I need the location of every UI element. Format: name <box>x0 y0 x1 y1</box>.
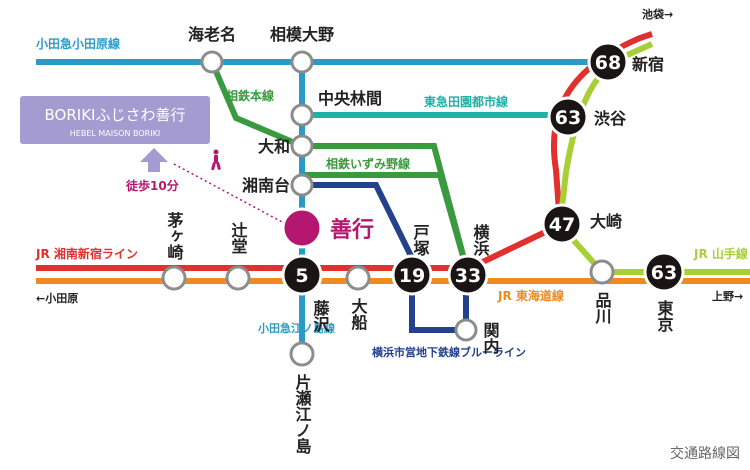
time-osaki: 47 <box>549 214 575 236</box>
time-yokohama: 33 <box>455 265 481 287</box>
station-dot-tsujido <box>225 265 251 291</box>
station-name-yamato: 大和 <box>258 137 290 156</box>
badge-totsuka <box>391 254 433 296</box>
zengyo-station-marker <box>281 207 323 249</box>
station-name-chigasaki: 茅ヶ崎 <box>165 212 184 261</box>
station-name-tsujido: 辻堂 <box>229 221 248 254</box>
station-dot-katase-enoshima <box>289 341 315 367</box>
station-dot-ofuna <box>345 265 371 291</box>
property-name: BORIKIふじさわ善行 <box>45 106 186 124</box>
subway-blue-line-b <box>409 274 469 333</box>
station-name-tokyo: 東京 <box>655 299 674 333</box>
station-dot-sagami-ono <box>290 50 314 74</box>
station-dot-ebina <box>200 50 224 74</box>
station-dot-chuo-rinkan <box>290 103 314 127</box>
line-label-sotetsu-main: 相鉄本線 <box>226 88 274 103</box>
sotetsu-izumino-line-b <box>302 172 471 275</box>
walk-path <box>173 163 283 223</box>
line-label-jr-shonan: JR 湘南新宿ライン <box>35 246 138 261</box>
station-name-fujisawa: 藤沢 <box>311 299 330 333</box>
station-name-zengyo: 善行 <box>330 217 374 243</box>
line-label-jr-yamanote: JR 山手線 <box>693 246 748 261</box>
line-label-sotetsu-izumino: 相鉄いずみ野線 <box>326 156 410 171</box>
line-label-odakyu-enoshima: 小田急江ノ島線 <box>257 321 335 335</box>
station-name-osaki: 大崎 <box>590 212 622 231</box>
station-name-shinagawa: 品川 <box>593 292 613 325</box>
time-fujisawa: 5 <box>295 265 308 287</box>
station-dot-shinagawa <box>589 259 615 285</box>
time-totsuka: 19 <box>399 265 425 287</box>
up-arrow-icon <box>140 148 168 172</box>
direction-ueno: 上野→ <box>712 289 743 303</box>
station-dot-chigasaki <box>161 265 187 291</box>
station-name-sagami-ono: 相模大野 <box>270 25 334 44</box>
line-label-subway-blue: 横浜市営地下鉄線ブルーライン <box>372 345 526 359</box>
badge-yokohama <box>447 254 489 296</box>
station-name-totsuka: 戸塚 <box>411 224 430 257</box>
jr-yamanote-line <box>556 41 750 275</box>
property-sub: HEBEL MAISON BORIKI <box>70 129 160 138</box>
station-dot-kannai <box>454 318 478 342</box>
station-name-shibuya: 渋谷 <box>594 109 627 128</box>
walk-time: 徒歩10分 <box>125 178 179 193</box>
property-box <box>20 96 210 144</box>
station-name-shonandai: 湘南台 <box>242 176 290 195</box>
station-name-yokohama: 横浜 <box>471 223 490 257</box>
map-caption: 交通路線図 <box>670 445 740 462</box>
time-shinjuku: 68 <box>595 52 621 74</box>
time-tokyo: 63 <box>651 262 677 284</box>
station-name-kannai: 関内 <box>481 322 500 355</box>
badge-osaki <box>541 203 583 245</box>
station-dot-yamato <box>290 134 314 158</box>
station-name-shinjuku: 新宿 <box>632 55 664 74</box>
badge-shibuya <box>547 96 589 138</box>
walking-person-icon <box>211 149 221 171</box>
line-label-odakyu-odawara: 小田急小田原線 <box>36 36 120 51</box>
badge-tokyo <box>643 251 685 293</box>
sotetsu-main-line <box>209 60 304 149</box>
station-name-ofuna: 大船 <box>349 297 368 331</box>
direction-odawara: ←小田原 <box>36 291 78 305</box>
line-label-tokyu: 東急田園都市線 <box>424 94 508 109</box>
direction-ikebukuro: 池袋→ <box>642 7 673 21</box>
subway-blue-line <box>302 182 415 260</box>
station-name-ebina: 海老名 <box>188 25 236 44</box>
time-shibuya: 63 <box>555 107 581 129</box>
line-label-jr-tokaido: JR 東海道線 <box>497 288 564 303</box>
station-dot-shonandai <box>290 173 314 197</box>
badge-shinjuku <box>587 41 629 83</box>
station-name-chuo-rinkan: 中央林間 <box>318 89 382 108</box>
badge-fujisawa <box>281 254 323 296</box>
station-name-katase-enoshima: 片瀬江ノ島 <box>293 373 312 455</box>
